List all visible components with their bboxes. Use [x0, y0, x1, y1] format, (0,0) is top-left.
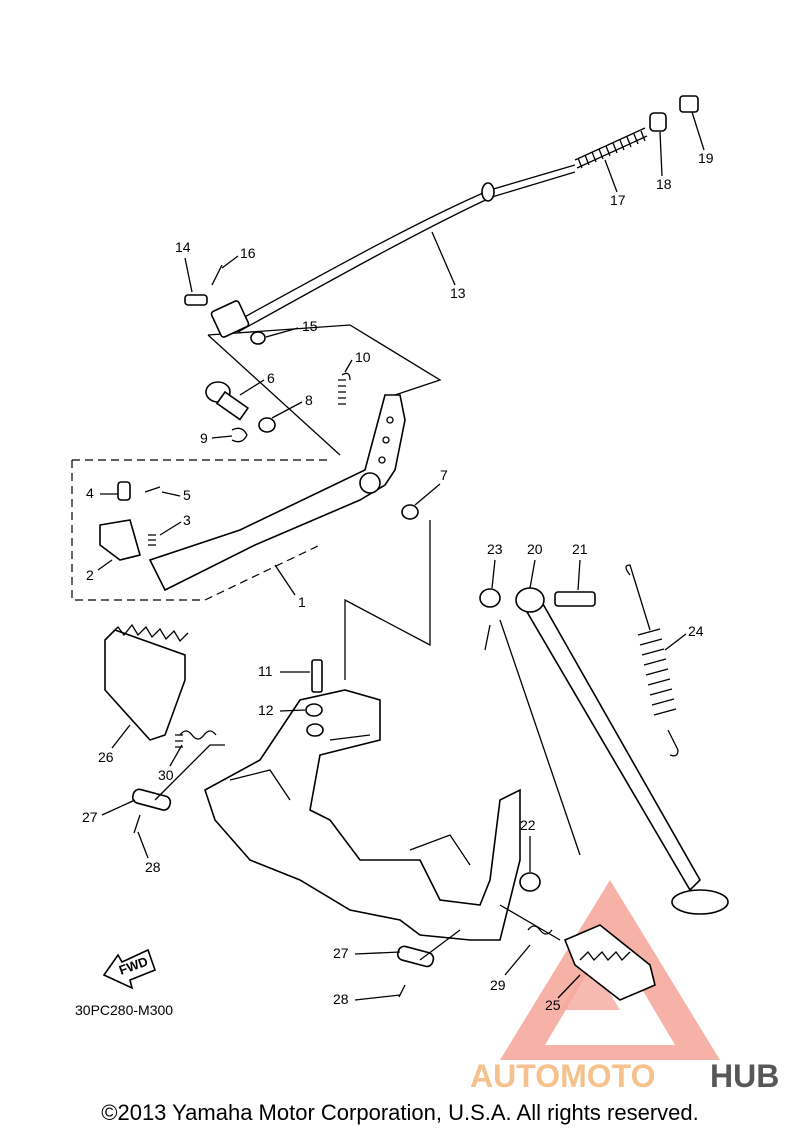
brake-pedal — [148, 394, 406, 592]
label-18: 18 — [656, 176, 672, 192]
label-23: 23 — [487, 541, 503, 557]
label-29: 29 — [490, 977, 506, 993]
label-25: 25 — [545, 997, 561, 1013]
label-4: 4 — [86, 485, 94, 501]
label-9: 9 — [200, 430, 208, 446]
brake-pedal-group-outline — [71, 324, 442, 601]
label-20: 20 — [527, 541, 543, 557]
pin-27-right — [396, 945, 435, 968]
rod-spring — [574, 127, 648, 169]
label-27-left: 27 — [82, 809, 98, 825]
watermark-brand-2: HUB — [710, 1058, 779, 1094]
label-13: 13 — [450, 285, 466, 301]
label-12: 12 — [258, 702, 274, 718]
adjusting-nut — [679, 95, 699, 113]
pin-14 — [184, 294, 208, 306]
pivot-shaft — [205, 381, 250, 421]
label-2: 2 — [86, 567, 94, 583]
label-14: 14 — [175, 239, 191, 255]
label-28-right: 28 — [333, 991, 349, 1007]
pin-27-left — [131, 788, 172, 811]
reference-code: 30PC280-M300 — [75, 1002, 173, 1018]
brake-rod — [210, 164, 576, 338]
bolt-21 — [554, 591, 596, 607]
frame-bracket — [204, 689, 521, 941]
label-3: 3 — [183, 512, 191, 528]
label-30: 30 — [158, 767, 174, 783]
label-7: 7 — [440, 467, 448, 483]
label-28-left: 28 — [145, 859, 161, 875]
label-15: 15 — [302, 318, 318, 334]
side-stand — [515, 587, 729, 915]
pin-28-left — [133, 814, 141, 834]
leader-23 — [484, 624, 491, 651]
circlip-8 — [258, 417, 276, 433]
cotter-pin-16 — [211, 264, 223, 286]
fwd-arrow-icon: FWD — [102, 948, 157, 990]
washer-12 — [305, 703, 323, 717]
label-5: 5 — [183, 487, 191, 503]
nut-23 — [479, 588, 501, 608]
part-labels: 1 2 3 4 5 6 7 8 9 10 11 12 13 14 15 16 1… — [82, 111, 714, 1013]
label-19: 19 — [698, 150, 714, 166]
label-10: 10 — [355, 349, 371, 365]
rod-joint — [649, 112, 667, 132]
label-21: 21 — [572, 541, 588, 557]
clip-9 — [231, 427, 248, 443]
label-6: 6 — [267, 370, 275, 386]
label-26: 26 — [98, 749, 114, 765]
spring-30 — [179, 730, 217, 740]
label-17: 17 — [610, 192, 626, 208]
washer-15 — [250, 331, 266, 345]
side-stand-spring — [625, 564, 679, 757]
leader-22 — [499, 619, 581, 856]
pedal-tip — [99, 481, 161, 561]
label-16: 16 — [240, 245, 256, 261]
label-27-right: 27 — [333, 945, 349, 961]
label-22: 22 — [520, 817, 536, 833]
return-spring-10 — [338, 372, 351, 405]
footrest-left — [104, 623, 189, 748]
bolt-11 — [311, 659, 323, 693]
assembly-lines — [154, 520, 561, 961]
label-24: 24 — [688, 623, 704, 639]
label-1: 1 — [298, 594, 306, 610]
oil-seal-7 — [401, 504, 419, 520]
copyright-text: ©2013 Yamaha Motor Corporation, U.S.A. A… — [101, 1100, 699, 1125]
label-11: 11 — [258, 663, 273, 679]
label-8: 8 — [305, 392, 313, 408]
collar-22 — [519, 872, 541, 892]
footrest-right — [563, 924, 656, 1001]
watermark-brand-1: AUTOMOTO — [470, 1058, 655, 1094]
